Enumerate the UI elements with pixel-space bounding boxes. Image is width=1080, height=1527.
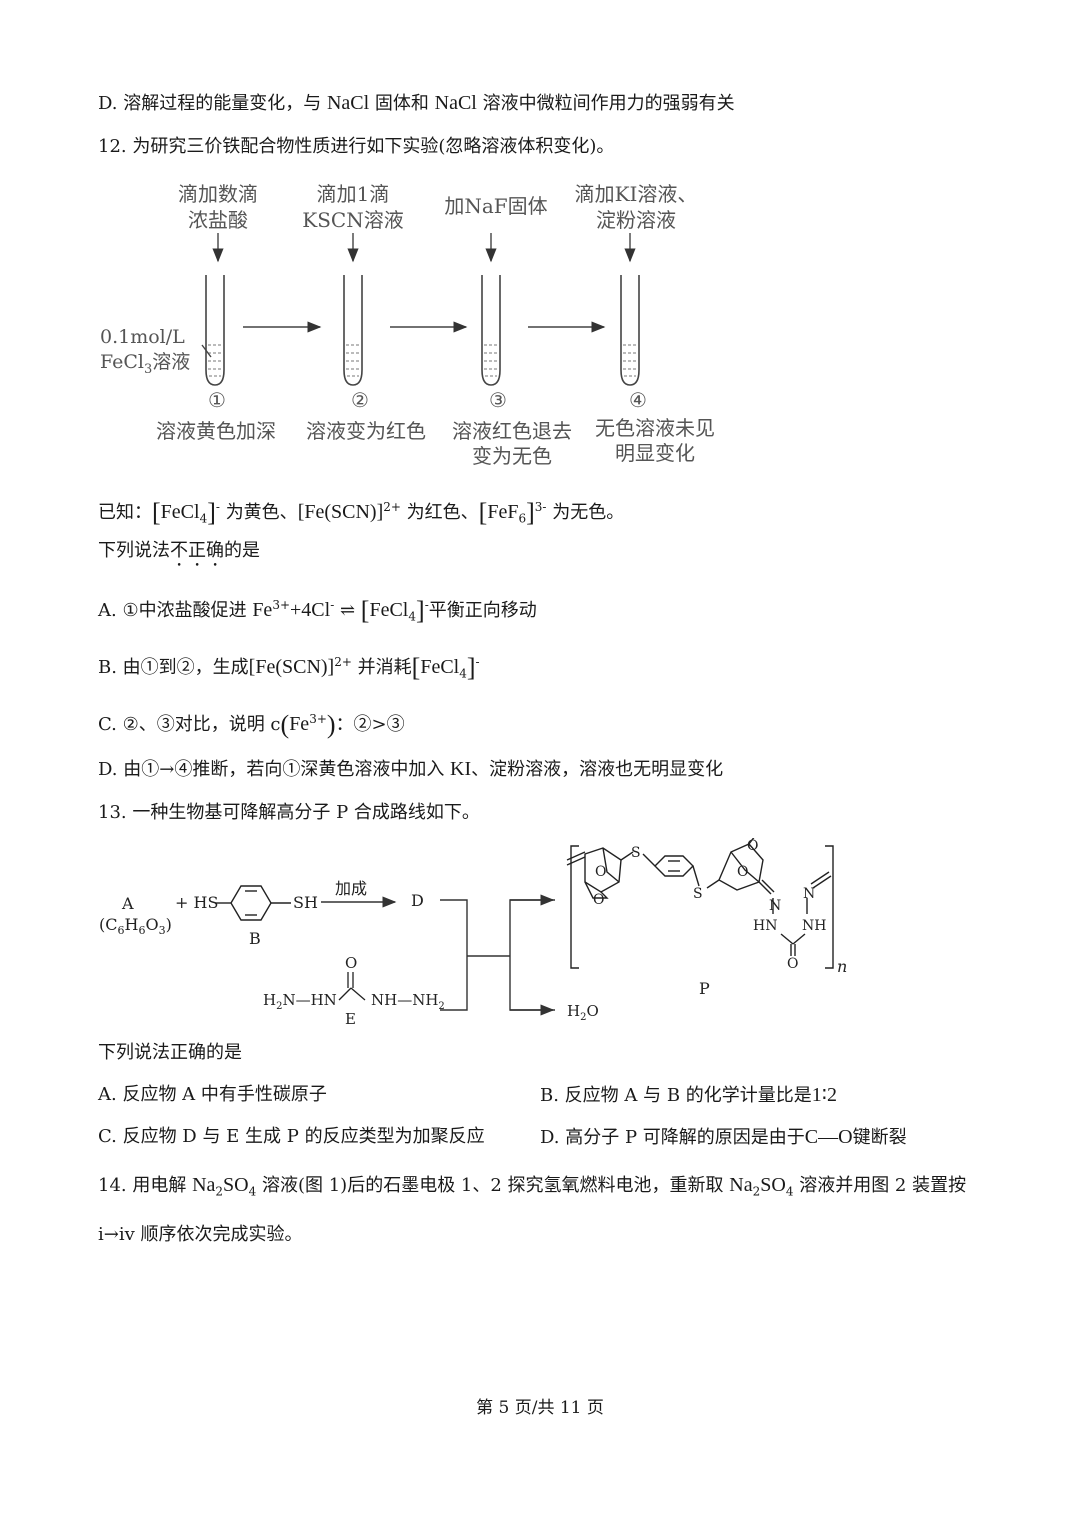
step2-reagent-line2: KSCN溶液: [302, 208, 403, 232]
q12-option-a: A. ①中浓盐酸促进 Fe3++4Cl- ⇌ [FeCl4]-平衡正向移动: [98, 596, 537, 625]
q11-option-d: D. 溶解过程的能量变化，与 NaCl 固体和 NaCl 溶液中微粒间作用力的强…: [98, 92, 735, 114]
step3-reagent-line1: 加NaF固体: [444, 194, 547, 218]
label-d: D: [411, 891, 424, 910]
p-sulfur-2: S: [693, 886, 703, 902]
solution-label-2: FeCl3溶液: [100, 351, 190, 377]
q14-stem-line2: i→iv 顺序依次完成实验。: [98, 1224, 303, 1245]
p-sulfur-1: S: [631, 845, 641, 861]
sh-group: SH: [293, 893, 318, 912]
q14-stem-line1: 14. 用电解 Na2SO4 溶液(图 1)后的石墨电极 1、2 探究氢氧燃料电…: [98, 1174, 967, 1199]
test-tubes: [205, 275, 640, 386]
p-nh: NH: [802, 918, 826, 934]
p-oxygen-3: O: [737, 864, 748, 880]
label-b: B: [249, 929, 261, 948]
p-n-1: N: [769, 898, 781, 914]
step3-result-line2: 变为无色: [472, 444, 552, 468]
step1-reagent-line1: 滴加数滴: [178, 182, 258, 206]
step4-result-line2: 明显变化: [615, 441, 695, 465]
q12-option-b: B. 由①到②，生成[Fe(SCN)]2+ 并消耗[FeCl4]-: [98, 653, 480, 682]
label-e: E: [345, 1010, 356, 1028]
tube-number-3: ③: [489, 388, 507, 412]
step2-reagent-line1: 滴加1滴: [317, 182, 390, 206]
p-hn: HN: [753, 918, 777, 934]
q13-stem: 13. 一种生物基可降解高分子 P 合成路线如下。: [98, 802, 480, 823]
plus-hs: + HS: [175, 893, 218, 912]
q12-option-c: C. ②、③对比，说明 c(Fe3+)：②>③: [98, 710, 405, 739]
formula-a: (C6H6O3): [99, 915, 172, 937]
q13-option-d: D. 高分子 P 可降解的原因是由于C—O键断裂: [540, 1126, 907, 1148]
q13-synthesis-diagram: A (C6H6O3) + HS SH B 加成 D H2N—HN O NH—NH…: [99, 838, 847, 1028]
e-right: NH—NH2: [371, 991, 445, 1012]
solution-label-1: 0.1mol/L: [100, 326, 185, 348]
p-oxygen-2: O: [593, 892, 604, 908]
page-footer: 第 5 页/共 11 页: [476, 1398, 604, 1418]
e-left: H2N—HN: [263, 991, 337, 1012]
q12-option-d: D. 由①→④推断，若向①深黄色溶液中加入 KI、淀粉溶液，溶液也无明显变化: [98, 758, 724, 780]
water: H2O: [567, 1002, 599, 1023]
reaction-label: 加成: [335, 879, 367, 898]
step3-result-line1: 溶液红色退去: [452, 419, 572, 443]
q12-experiment-diagram: 滴加数滴 浓盐酸 滴加1滴 KSCN溶液 加NaF固体 滴加KI溶液、 淀粉溶液…: [100, 182, 715, 468]
label-p: P: [699, 979, 710, 998]
tube-number-2: ②: [351, 388, 369, 412]
step1-result: 溶液黄色加深: [156, 419, 276, 443]
step4-result-line1: 无色溶液未见: [595, 416, 715, 440]
step1-reagent-line2: 浓盐酸: [188, 208, 248, 232]
p-oxygen-1: O: [595, 864, 606, 880]
p-oxygen-c: O: [787, 956, 798, 972]
tube-number-4: ④: [629, 388, 647, 412]
step4-reagent-line1: 滴加KI溶液、: [575, 182, 698, 206]
q13-question: 下列说法正确的是: [98, 1042, 242, 1063]
q13-option-c: C. 反应物 D 与 E 生成 P 的反应类型为加聚反应: [98, 1126, 485, 1147]
q12-question: 下列说法不正确的是: [98, 540, 260, 561]
polymer-p-structure: [566, 838, 834, 969]
e-oxygen: O: [345, 954, 357, 972]
step4-reagent-line2: 淀粉溶液: [596, 208, 676, 232]
p-oxygen-4: O: [747, 838, 758, 854]
p-n-subscript: n: [837, 957, 847, 976]
q12-stem: 12. 为研究三价铁配合物性质进行如下实验(忽略溶液体积变化)。: [98, 136, 615, 157]
q13-option-b: B. 反应物 A 与 B 的化学计量比是1∶2: [540, 1084, 838, 1106]
p-n-2: N: [803, 886, 815, 902]
tube-number-1: ①: [208, 388, 226, 412]
label-a: A: [121, 894, 134, 913]
step2-result: 溶液变为红色: [306, 419, 426, 443]
q12-known: 已知：[FeCl4]- 为黄色、[Fe(SCN)]2+ 为红色、[FeF6]3-…: [98, 498, 625, 527]
q13-option-a: A. 反应物 A 中有手性碳原子: [98, 1084, 327, 1105]
benzene-ring-b: [215, 885, 291, 921]
